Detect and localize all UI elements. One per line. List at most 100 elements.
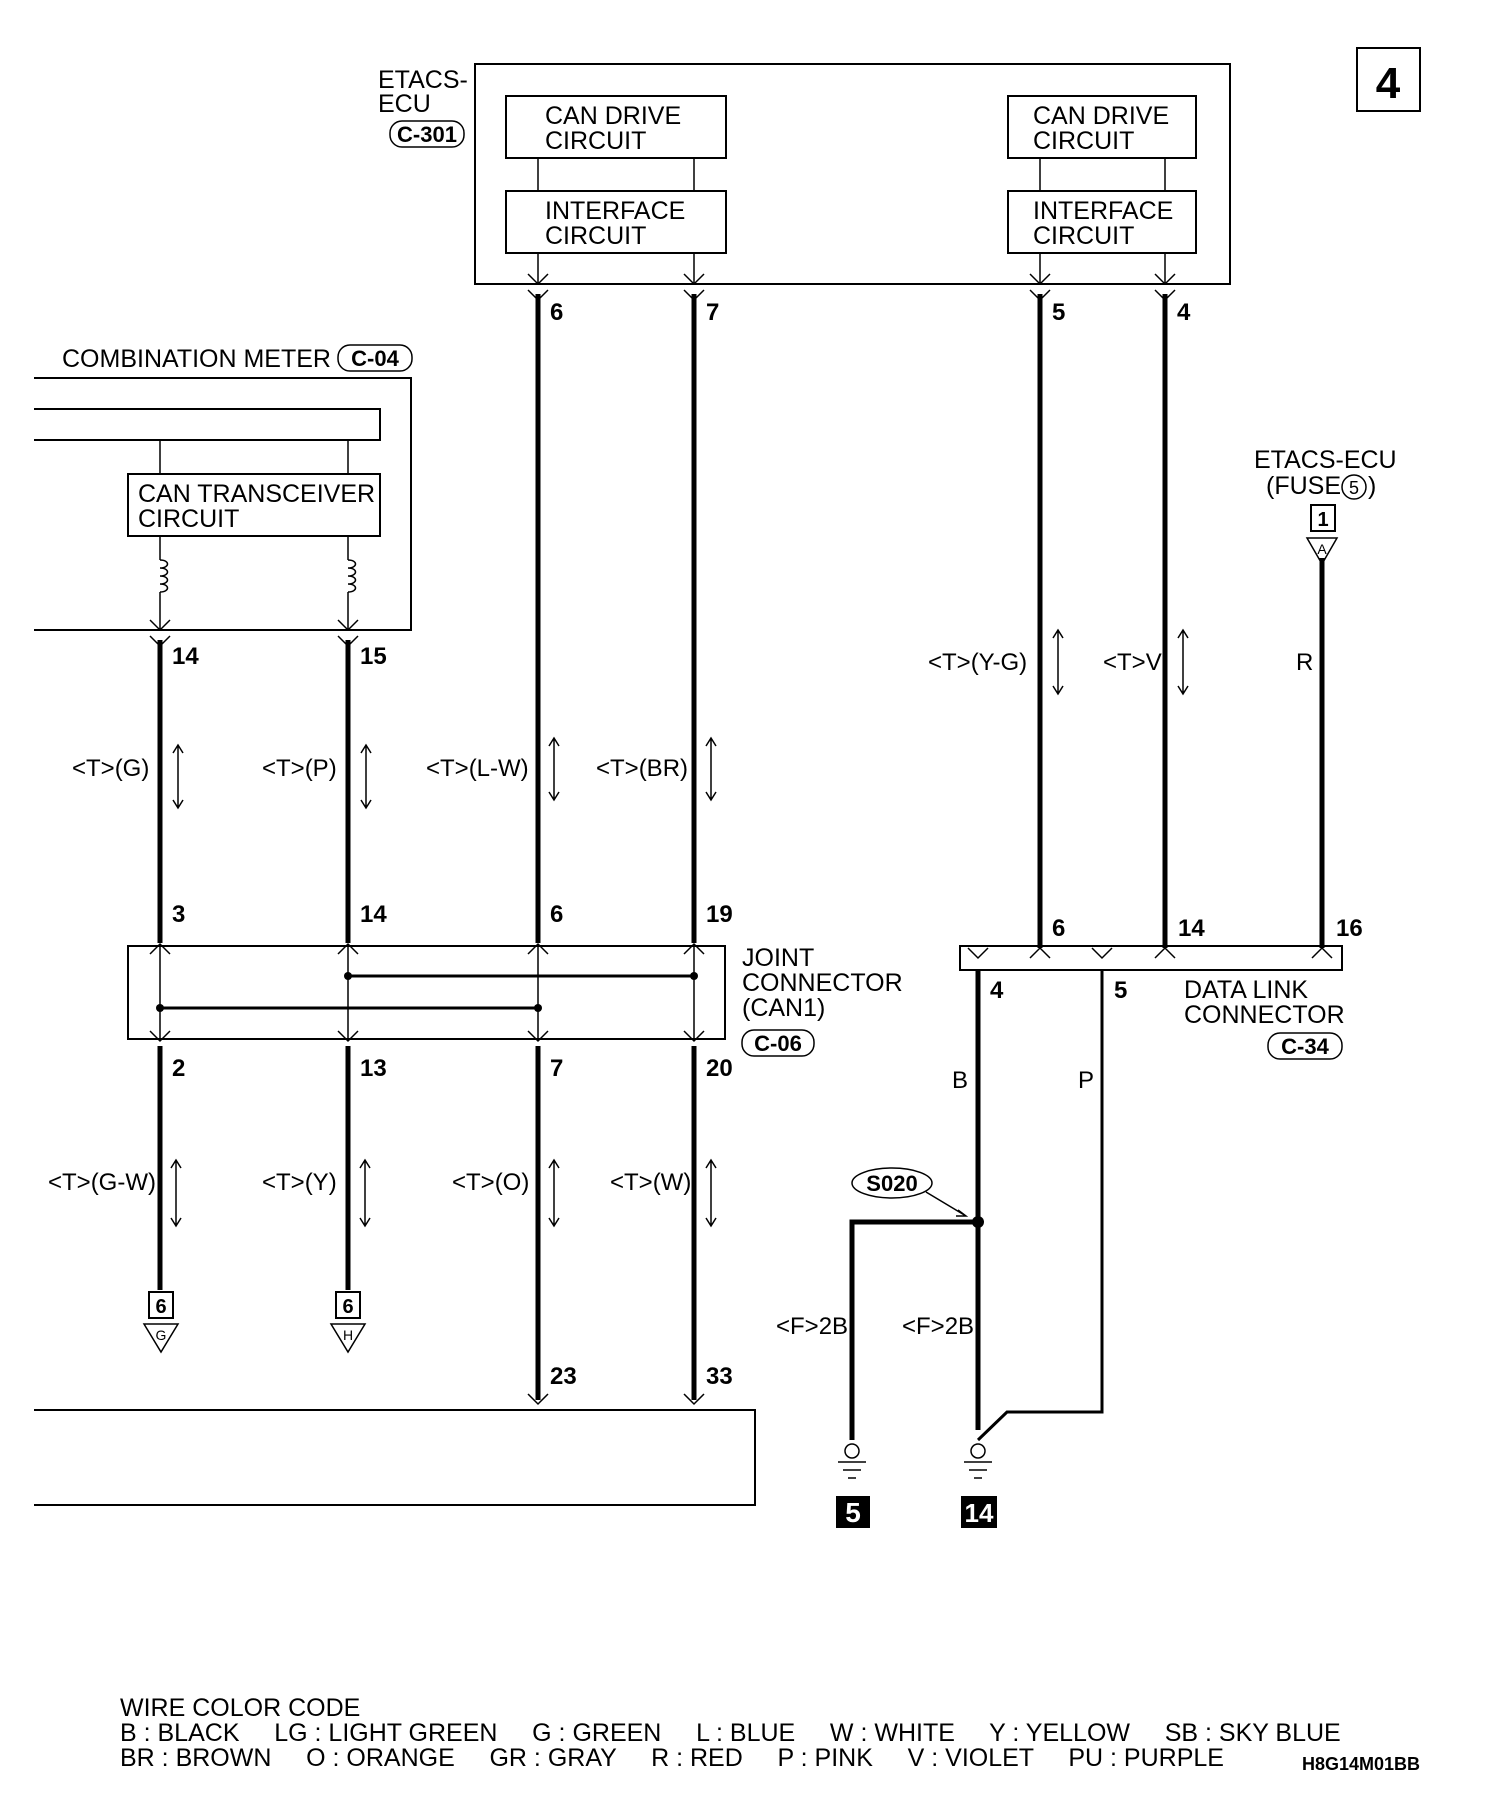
fuse-label-line1: ETACS-ECU — [1254, 446, 1397, 474]
bottom-pin-23: 23 — [550, 1363, 577, 1390]
etacs-ecu-label-line1: ETACS- — [378, 66, 468, 94]
wire-label-pink: P — [1078, 1067, 1094, 1094]
joint-connector — [127, 942, 726, 1043]
joint-pin-20: 20 — [706, 1055, 733, 1082]
fuse-box-letter: A — [1317, 541, 1327, 557]
ground-number-5: 5 — [836, 1496, 870, 1528]
bidirectional-arrow-icon — [172, 628, 1189, 810]
etacs-ecu-label-line2: ECU — [378, 90, 431, 118]
ground-icon — [838, 1443, 992, 1479]
figure-code: H8G14M01BB — [1302, 1754, 1420, 1774]
etacs-pin-5: 5 — [1052, 299, 1065, 326]
right-drive-line1: CAN DRIVE — [1033, 102, 1169, 130]
joint-label-line2: CONNECTOR — [742, 969, 903, 997]
etacs-ecu-box — [474, 63, 1231, 285]
etacs-ecu-connector-id: C-301 — [397, 122, 457, 147]
ground-label-14: 14 — [965, 1498, 994, 1528]
data-link-connector-label: DATA LINK CONNECTOR C-34 — [1184, 976, 1345, 1060]
wire-label-2b-left: <F>2B — [776, 1313, 848, 1340]
right-interface-line2: CIRCUIT — [1033, 222, 1134, 250]
combination-meter-title: COMBINATION METER — [62, 345, 331, 373]
etacs-ecu-label: ETACS- ECU C-301 — [378, 66, 468, 148]
right-interface-line1: INTERFACE — [1033, 197, 1173, 225]
ground-label-5: 5 — [845, 1497, 861, 1528]
wire-label-g: <T>(G) — [72, 755, 149, 782]
joint-pin-7: 7 — [550, 1055, 563, 1082]
lower-component-box — [34, 1409, 756, 1506]
fuse-label-line2: (FUSE — [1266, 472, 1341, 500]
wire-color-code-title: WIRE COLOR CODE — [120, 1694, 360, 1722]
wire-label-y: <T>(Y) — [262, 1169, 337, 1196]
left-interface-line1: INTERFACE — [545, 197, 685, 225]
left-interface-line2: CIRCUIT — [545, 222, 646, 250]
wire-pink — [976, 970, 1104, 1442]
etacs-pin-4: 4 — [1177, 299, 1191, 326]
dlc-pin-16: 16 — [1336, 915, 1363, 942]
dlc-label-line2: CONNECTOR — [1184, 1001, 1345, 1029]
fuse-reference: ETACS-ECU (FUSE 5 ) 1 A — [1254, 446, 1397, 566]
joint-pin-3: 3 — [172, 901, 185, 928]
dlc-connector-id: C-34 — [1281, 1034, 1329, 1059]
wire-label-o: <T>(O) — [452, 1169, 529, 1196]
continuation-h-letter: H — [343, 1327, 353, 1343]
joint-pin-13: 13 — [360, 1055, 387, 1082]
joint-pin-6: 6 — [550, 901, 563, 928]
etacs-pin-6: 6 — [550, 299, 563, 326]
left-drive-line2: CIRCUIT — [545, 127, 646, 155]
continuation-marker-h: 6 H — [329, 1291, 367, 1354]
continuation-marker-g: 6 G — [142, 1291, 180, 1354]
fuse-number: 5 — [1349, 478, 1359, 498]
wire-ground-2b — [849, 1219, 978, 1440]
wire-label-v: <T>V — [1103, 649, 1162, 676]
bidirectional-arrow-icon — [170, 1158, 717, 1228]
wire-label-g-w: <T>(G-W) — [48, 1169, 156, 1196]
dlc-pin-5: 5 — [1114, 977, 1127, 1004]
wire-color-code-line1: B : BLACK LG : LIGHT GREEN G : GREEN L :… — [120, 1719, 1341, 1747]
page-number-box: 4 — [1356, 47, 1421, 112]
meter-pin-14: 14 — [172, 643, 199, 670]
ground-number-14: 14 — [961, 1496, 997, 1528]
wire-label-r: R — [1296, 649, 1313, 676]
dlc-pin-4: 4 — [990, 977, 1004, 1004]
joint-pin-19: 19 — [706, 901, 733, 928]
joint-label-line3: (CAN1) — [742, 994, 825, 1022]
wire-label-w: <T>(W) — [610, 1169, 691, 1196]
etacs-right-can-drive: CAN DRIVE CIRCUIT — [1007, 95, 1197, 159]
etacs-right-interface: INTERFACE CIRCUIT — [1007, 190, 1197, 254]
splice-label: S020 — [866, 1171, 917, 1196]
can-transceiver-circuit: CAN TRANSCEIVER CIRCUIT — [127, 473, 381, 537]
continuation-g-letter: G — [156, 1327, 167, 1343]
joint-pin-14: 14 — [360, 901, 387, 928]
joint-label-line1: JOINT — [742, 944, 814, 972]
page-number: 4 — [1376, 59, 1401, 108]
coil-icon — [159, 536, 357, 630]
combination-meter-box — [34, 377, 412, 631]
dlc-pin-6: 6 — [1052, 915, 1065, 942]
joint-connector-id: C-06 — [754, 1031, 802, 1056]
joint-pin-2: 2 — [172, 1055, 185, 1082]
meter-pin-15: 15 — [360, 643, 387, 670]
etacs-pin-7: 7 — [706, 299, 719, 326]
splice-s020: S020 — [851, 1167, 969, 1217]
etacs-left-can-drive: CAN DRIVE CIRCUIT — [505, 95, 727, 159]
dlc-pin-14: 14 — [1178, 915, 1205, 942]
wire-label-2b-right: <F>2B — [902, 1313, 974, 1340]
fuse-box-number: 1 — [1317, 509, 1328, 531]
transceiver-line2: CIRCUIT — [138, 505, 239, 533]
continuation-g-box: 6 — [155, 1296, 166, 1318]
wire-color-code: WIRE COLOR CODE B : BLACK LG : LIGHT GRE… — [120, 1694, 1341, 1772]
dlc-label-line1: DATA LINK — [1184, 976, 1308, 1004]
data-link-connector — [959, 945, 1343, 971]
right-drive-line2: CIRCUIT — [1033, 127, 1134, 155]
transceiver-line1: CAN TRANSCEIVER — [138, 480, 375, 508]
wire-label-p: <T>(P) — [262, 755, 337, 782]
combination-meter-label: COMBINATION METER C-04 — [62, 344, 413, 373]
left-drive-line1: CAN DRIVE — [545, 102, 681, 130]
bottom-pin-33: 33 — [706, 1363, 733, 1390]
etacs-left-interface: INTERFACE CIRCUIT — [505, 190, 727, 254]
joint-connector-label: JOINT CONNECTOR (CAN1) C-06 — [741, 944, 903, 1057]
continuation-h-box: 6 — [342, 1296, 353, 1318]
fuse-label-close: ) — [1368, 472, 1376, 500]
